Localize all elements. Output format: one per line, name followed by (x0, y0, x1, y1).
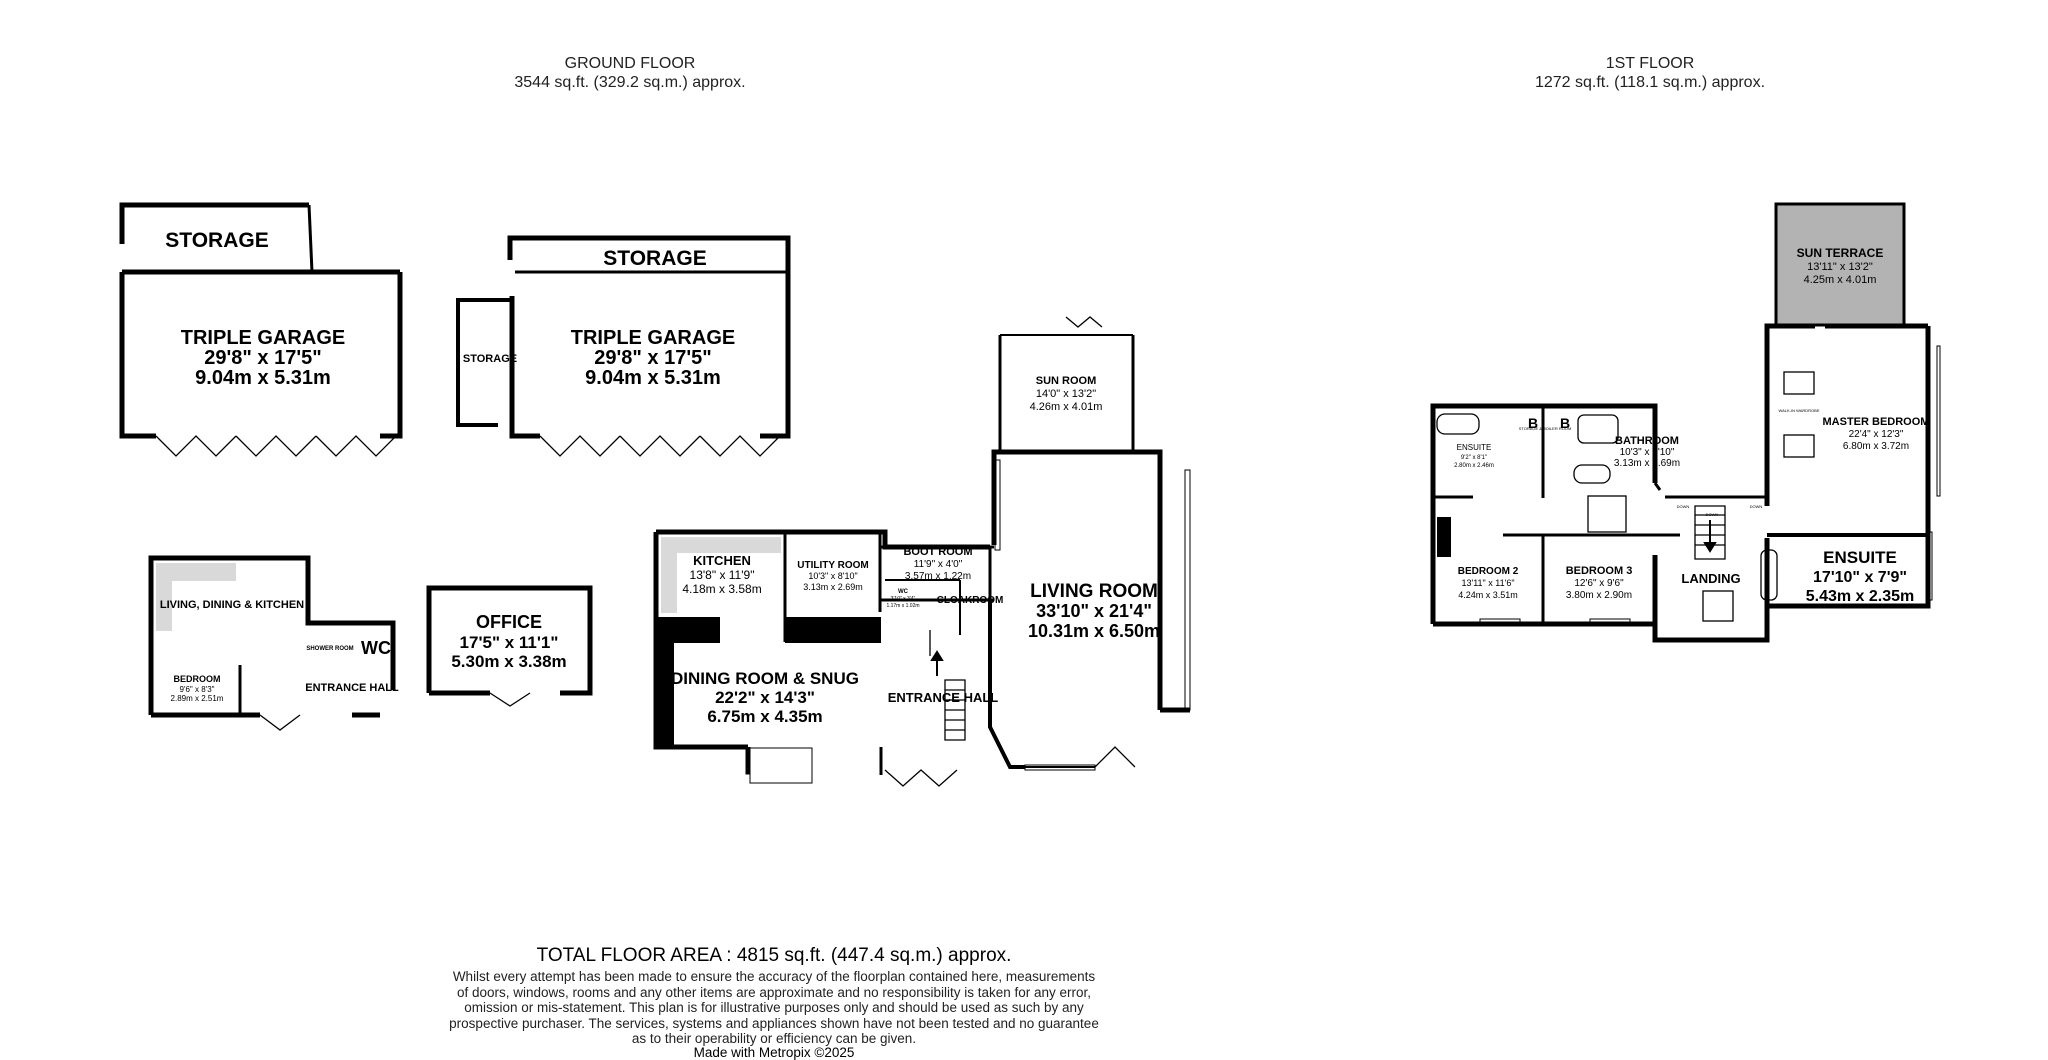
bedroom3-metric: 3.80m x 2.90m (1566, 590, 1632, 601)
down-2: DOWN (1706, 512, 1719, 517)
garage-2-name: TRIPLE GARAGE (571, 327, 735, 349)
storage-boiler-label: STORAGE & BOILER ROOM (1519, 426, 1572, 431)
boot-name: BOOT ROOM (903, 546, 972, 558)
stair-arrows (930, 520, 1717, 676)
first-floor-area: 1272 sq.ft. (118.1 sq.m.) approx. (1534, 74, 1766, 91)
bedroom3-name: BEDROOM 3 (1566, 565, 1633, 577)
master-name: MASTER BEDROOM (1823, 416, 1930, 428)
boot-metric: 3.57m x 1.22m (905, 571, 971, 582)
office-metric: 5.30m x 3.38m (451, 652, 566, 671)
terrace-metric: 4.25m x 4.01m (1804, 274, 1877, 286)
cloakroom-label: CLOAKROOM (937, 595, 1004, 606)
ground-floor-heading: GROUND FLOOR 3544 sq.ft. (329.2 sq.m.) a… (480, 54, 780, 92)
annex-block (148, 555, 396, 718)
ensuite-main-name: ENSUITE (1823, 548, 1897, 567)
garage-1-block (119, 202, 403, 439)
ensuite-small-name: ENSUITE (1457, 443, 1492, 452)
bathroom-imperial: 10'3" x 8'10" (1620, 447, 1675, 458)
bathroom-metric: 3.13m x 2.69m (1614, 458, 1680, 469)
fixture-fills (156, 537, 781, 631)
annex-wc-label: WC (361, 638, 391, 658)
master-imperial: 22'4" x 12'3" (1849, 429, 1904, 440)
down-3: DOWN (1750, 504, 1763, 509)
disclaimer-line-3: omission or mis-statement. This plan is … (464, 1000, 1084, 1015)
sun-room-imperial: 14'0" x 13'2" (1036, 388, 1096, 400)
dining-metric: 6.75m x 4.35m (707, 707, 822, 726)
storage-3-label: STORAGE (463, 353, 517, 365)
dining-name: DINING ROOM & SNUG (671, 669, 859, 688)
annex-hall-label: ENTRANCE HALL (305, 682, 399, 694)
bedroom2-metric: 4.24m x 3.51m (1458, 590, 1518, 600)
wc-metric: 1.17m x 1.02m (886, 603, 919, 609)
ensuite-main-imperial: 17'10" x 7'9" (1813, 569, 1907, 586)
sun-terrace-fill (1774, 202, 1906, 327)
garage-1-imperial: 29'8" x 17'5" (204, 347, 321, 369)
disclaimer-line-2: of doors, windows, rooms and any other i… (456, 984, 1092, 1000)
living-name: LIVING ROOM (1030, 581, 1158, 602)
bedroom2-imperial: 13'11" x 11'6" (1461, 578, 1514, 588)
terrace-imperial: 13'11" x 13'2" (1807, 261, 1873, 273)
utility-metric: 3.13m x 2.69m (803, 582, 863, 592)
garage-2-metric: 9.04m x 5.31m (585, 367, 721, 389)
boot-imperial: 11'9" x 4'0" (914, 559, 963, 570)
ground-floor-area: 3544 sq.ft. (329.2 sq.m.) approx. (514, 74, 746, 91)
landing-label: LANDING (1681, 571, 1740, 586)
first-floor-title: 1ST FLOOR (1605, 55, 1695, 72)
wc-name: WC (898, 589, 909, 595)
annex-shower-label: SHOWER ROOM (306, 646, 353, 652)
garage-1-name: TRIPLE GARAGE (181, 327, 345, 349)
sun-room-metric: 4.26m x 4.01m (1030, 401, 1103, 413)
master-metric: 6.80m x 3.72m (1843, 441, 1909, 452)
living-imperial: 33'10" x 21'4" (1036, 601, 1152, 621)
door-swings (155, 316, 1815, 787)
disclaimer-line-5: as to their operability or efficiency ca… (631, 1031, 917, 1046)
bathroom-name: BATHROOM (1615, 435, 1679, 447)
boiler-b-1: B (1528, 415, 1538, 431)
boiler-b-2: B (1560, 415, 1570, 431)
wc-imperial: 3'10" x 3'4" (891, 596, 916, 602)
office-imperial: 17'5" x 11'1" (460, 633, 559, 652)
garage-1-metric: 9.04m x 5.31m (195, 367, 331, 389)
annex-living-label: LIVING, DINING & KITCHEN (160, 599, 304, 611)
bedroom3-imperial: 12'6" x 9'6" (1574, 578, 1624, 589)
storage-2-label: STORAGE (603, 247, 706, 270)
main-house-block (653, 334, 1190, 775)
utility-name: UTILITY ROOM (797, 560, 868, 571)
annex-bedroom-name: BEDROOM (174, 674, 221, 684)
ensuite-small-imperial: 9'2" x 8'1" (1461, 455, 1487, 461)
sun-room-name: SUN ROOM (1036, 375, 1097, 387)
office-name: OFFICE (476, 612, 542, 632)
garage-2-imperial: 29'8" x 17'5" (594, 347, 711, 369)
kitchen-metric: 4.18m x 3.58m (682, 582, 761, 596)
annex-bedroom-metric: 2.89m x 2.51m (171, 694, 224, 703)
window-marks (749, 345, 1941, 784)
kitchen-name: KITCHEN (693, 553, 751, 568)
dining-imperial: 22'2" x 14'3" (715, 688, 815, 707)
hall-label: ENTRANCE HALL (888, 690, 999, 705)
disclaimer-line-4: prospective purchaser. The services, sys… (449, 1015, 1099, 1031)
ground-floor-title: GROUND FLOOR (564, 55, 696, 72)
annex-bedroom-imperial: 9'6" x 8'3" (180, 685, 215, 694)
living-metric: 10.31m x 6.50m (1028, 621, 1160, 641)
office-block (426, 585, 593, 696)
walkin-label: WALK-IN WARDROBE (1778, 408, 1819, 413)
ensuite-main-metric: 5.43m x 2.35m (1806, 588, 1915, 605)
kitchen-imperial: 13'8" x 11'9" (690, 568, 755, 582)
wall-fills (656, 517, 1451, 747)
garage-2-block (456, 235, 791, 439)
down-1: DOWN (1677, 504, 1690, 509)
utility-imperial: 10'3" x 8'10" (808, 571, 857, 581)
first-floor-heading: 1ST FLOOR 1272 sq.ft. (118.1 sq.m.) appr… (1500, 54, 1800, 92)
terrace-name: SUN TERRACE (1797, 246, 1884, 260)
made-with-credit: Made with Metropix ©2025 (693, 1045, 855, 1060)
bedroom2-name: BEDROOM 2 (1458, 566, 1519, 577)
total-floor-area: TOTAL FLOOR AREA : 4815 sq.ft. (447.4 sq… (536, 945, 1012, 966)
ensuite-small-metric: 2.80m x 2.46m (1454, 463, 1494, 469)
storage-1-label: STORAGE (165, 229, 268, 252)
disclaimer-line-1: Whilst every attempt has been made to en… (452, 969, 1096, 984)
disclaimer: Whilst every attempt has been made to en… (0, 969, 1548, 1047)
